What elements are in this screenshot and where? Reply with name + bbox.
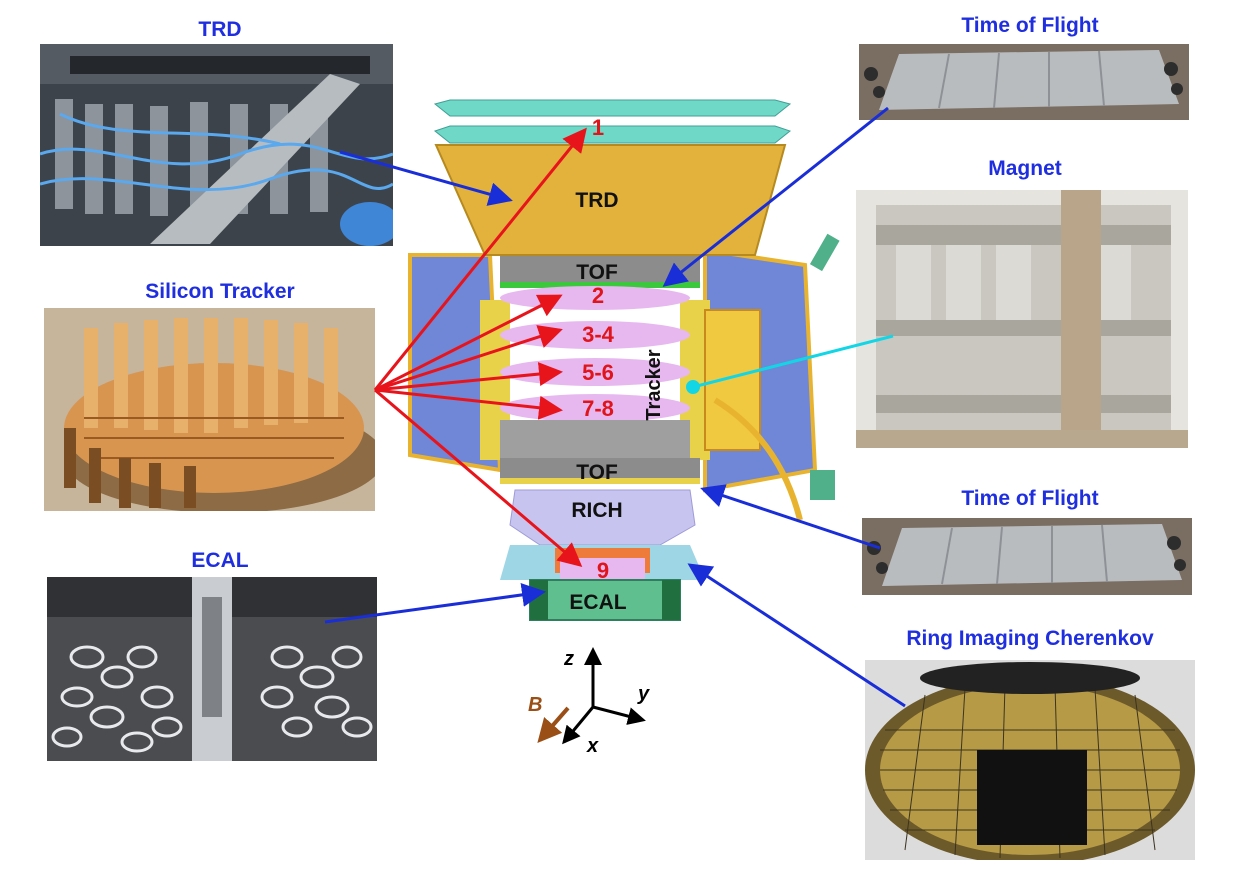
silicon-tracker-photo [44, 308, 375, 511]
rich-photo [865, 660, 1195, 860]
x-axis-label: x [586, 735, 599, 757]
trd-label: TRD [575, 189, 618, 212]
layer-3-4-label: 3-4 [582, 322, 615, 347]
ecal-photo [47, 577, 377, 761]
magnet-title: Magnet [988, 157, 1062, 180]
tof-bottom-title: Time of Flight [961, 487, 1099, 510]
layer-7-8-label: 7-8 [582, 396, 614, 421]
trd-photo [40, 44, 393, 246]
tof-top-photo [859, 44, 1189, 120]
layer-2-label: 2 [592, 283, 604, 308]
silicon-tracker-title: Silicon Tracker [145, 280, 295, 303]
layer-5-6-label: 5-6 [582, 360, 614, 385]
magnet-photo [856, 190, 1188, 448]
tracker-label: Tracker [643, 349, 665, 420]
magnet-pointer [692, 334, 894, 389]
coordinate-axes [537, 647, 646, 745]
layer-1-label: 1 [592, 115, 604, 140]
rich-label: RICH [571, 499, 622, 522]
ecal-label: ECAL [569, 591, 626, 614]
tof-lower-label: TOF [576, 461, 618, 484]
layer-9-label: 9 [597, 558, 609, 583]
b-field-label: B [528, 694, 542, 716]
magnet-pointer-dot [686, 380, 700, 394]
y-axis-label: y [637, 683, 650, 705]
z-axis-label: z [563, 648, 574, 670]
tof-bottom-photo [862, 518, 1192, 595]
tof-upper-label: TOF [576, 261, 618, 284]
trd-title: TRD [198, 18, 242, 41]
tracker-layer-arrows [373, 127, 587, 567]
rich-title: Ring Imaging Cherenkov [906, 627, 1154, 650]
ecal-title: ECAL [191, 549, 249, 572]
component-arrows [324, 106, 906, 708]
ecal-module [529, 579, 681, 621]
trd-module [433, 99, 792, 256]
tof-top-title: Time of Flight [961, 14, 1099, 37]
